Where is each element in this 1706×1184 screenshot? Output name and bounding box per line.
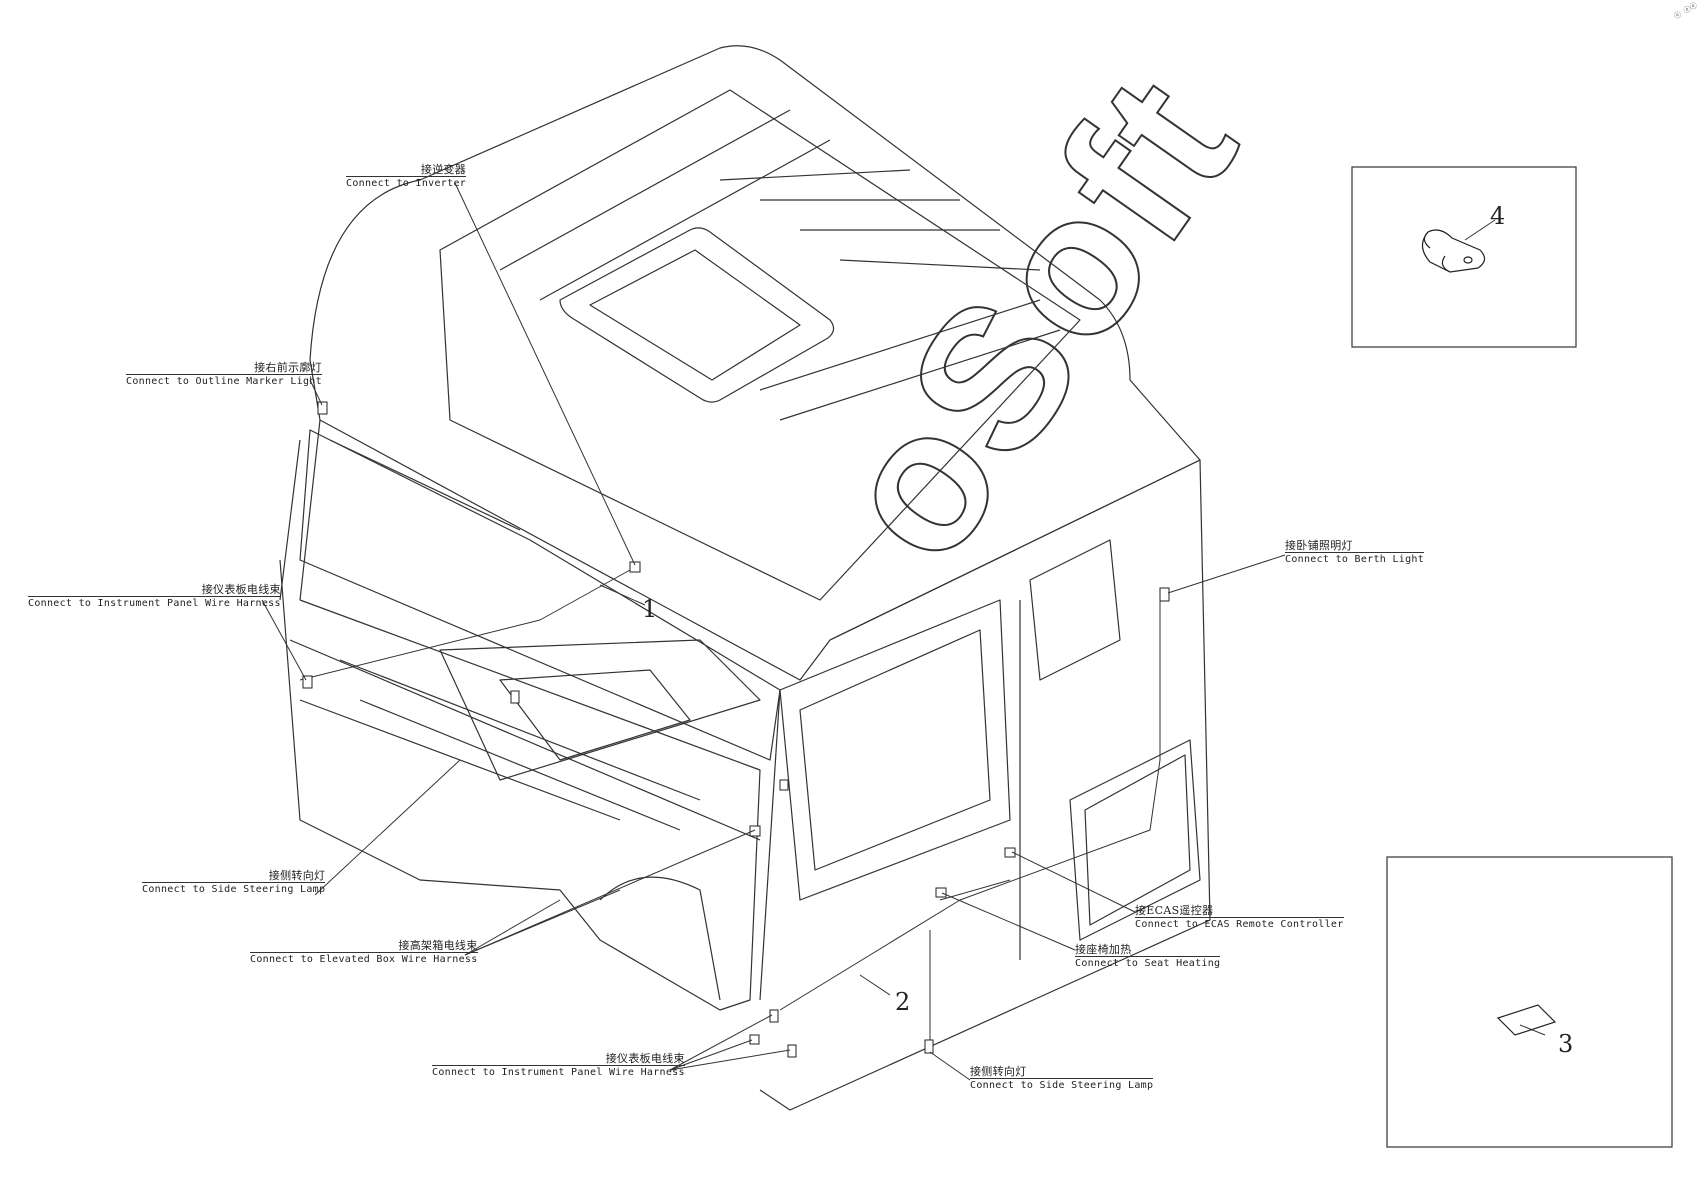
leader-berth <box>1167 554 1286 594</box>
callout-en: Connect to Instrument Panel Wire Harness <box>28 596 281 609</box>
connector-ecas <box>1004 847 1016 858</box>
leader-part-1 <box>599 584 646 606</box>
callout-zh: 接座椅加热 <box>1075 943 1132 956</box>
callout-side-steering-left: 接侧转向灯 Connect to Side Steering Lamp <box>142 869 326 896</box>
connector-instrument-upper <box>302 675 313 689</box>
callout-inverter: 接逆变器 Connect to Inverter <box>346 163 467 190</box>
callout-zh: 接仪表板电线束 <box>605 1052 685 1065</box>
leader-part-3 <box>1519 1024 1546 1036</box>
connector-lower-1 <box>769 1009 779 1023</box>
part-number-3: 3 <box>1558 1030 1574 1058</box>
leader-instrument-lower-3 <box>669 1049 791 1071</box>
harness-route <box>299 569 631 681</box>
cab-roof-outline <box>309 45 1201 681</box>
roof-inner-outline <box>439 89 1081 601</box>
part-number-4: 4 <box>1490 202 1506 230</box>
connector-seat <box>935 887 947 898</box>
callout-en: Connect to Berth Light <box>1285 552 1425 565</box>
callout-instrument-lower: 接仪表板电线束 Connect to Instrument Panel Wire… <box>432 1053 685 1079</box>
callout-zh: 接侧转向灯 <box>970 1065 1027 1078</box>
door-opening <box>779 599 1011 901</box>
pad-part-icon <box>1496 1004 1557 1036</box>
callout-elevated-box: 接高架箱电线束 Connect to Elevated Box Wire Har… <box>250 940 478 966</box>
leader-elevated-3 <box>464 829 756 956</box>
callout-zh: 接仪表板电线束 <box>201 583 281 596</box>
leader-part-4 <box>1464 219 1496 241</box>
detail-box-clip <box>1351 166 1577 348</box>
windshield-frame <box>299 429 781 761</box>
connector-dash <box>510 690 520 704</box>
connector-lower-3 <box>787 1044 797 1058</box>
rear-window <box>1029 539 1121 681</box>
leader-instrument-lower-2 <box>669 1014 773 1071</box>
callout-en: Connect to Outline Marker Light <box>126 374 322 387</box>
leader-instrument-upper <box>261 599 307 681</box>
connector-lower-2 <box>749 1034 760 1045</box>
connector-side-steering-right <box>924 1039 934 1054</box>
callout-en: Connect to Instrument Panel Wire Harness <box>432 1065 685 1078</box>
callout-seat-heating: 接座椅加热 Connect to Seat Heating <box>1075 943 1221 970</box>
callout-zh: 接逆变器 <box>420 163 467 176</box>
leader-side-steering-right <box>929 1051 971 1081</box>
callout-zh: 接侧转向灯 <box>268 869 326 882</box>
leader-outline-marker <box>309 379 323 406</box>
callout-ecas: 接ECAS遥控器 Connect to ECAS Remote Controll… <box>1135 905 1344 931</box>
callout-en: Connect to ECAS Remote Controller <box>1135 917 1344 930</box>
side-window <box>1069 739 1201 941</box>
leader-elevated-2 <box>464 899 561 956</box>
callout-zh: 接高架箱电线束 <box>398 939 478 952</box>
callout-en: Connect to Seat Heating <box>1075 956 1221 969</box>
callout-zh: 接ECAS遥控器 <box>1135 904 1214 917</box>
callout-berth-light: 接卧铺照明灯 Connect to Berth Light <box>1285 539 1425 566</box>
callout-en: Connect to Inverter <box>346 176 467 189</box>
clip-part-icon <box>1421 229 1486 273</box>
connector-elevated <box>749 825 761 837</box>
callout-side-steering-right: 接侧转向灯 Connect to Side Steering Lamp <box>970 1065 1154 1092</box>
part-number-1: 1 <box>642 595 658 623</box>
leader-ecas <box>1011 851 1136 913</box>
connector-inverter <box>629 561 641 573</box>
sunroof <box>559 227 835 403</box>
callout-zh: 接卧铺照明灯 <box>1285 539 1353 552</box>
callout-en: Connect to Side Steering Lamp <box>970 1078 1154 1091</box>
callout-outline-marker: 接右前示廓灯 Connect to Outline Marker Light <box>126 362 322 388</box>
detail-box-pad <box>1386 856 1673 1148</box>
connector-outline-marker <box>317 401 328 415</box>
connector-a-pillar <box>779 779 789 791</box>
leader-side-steering-left <box>314 759 461 896</box>
part-number-2: 2 <box>895 988 911 1016</box>
callout-instrument-upper: 接仪表板电线束 Connect to Instrument Panel Wire… <box>28 584 281 610</box>
leader-part-2 <box>859 974 891 996</box>
leader-inverter <box>454 182 636 566</box>
callout-en: Connect to Elevated Box Wire Harness <box>250 952 478 965</box>
connector-berth <box>1159 587 1170 602</box>
callout-en: Connect to Side Steering Lamp <box>142 882 326 895</box>
front-body <box>279 559 761 1011</box>
callout-zh: 接右前示廓灯 <box>254 361 322 374</box>
side-panel <box>759 459 1211 1111</box>
leader-seat <box>941 892 1076 951</box>
